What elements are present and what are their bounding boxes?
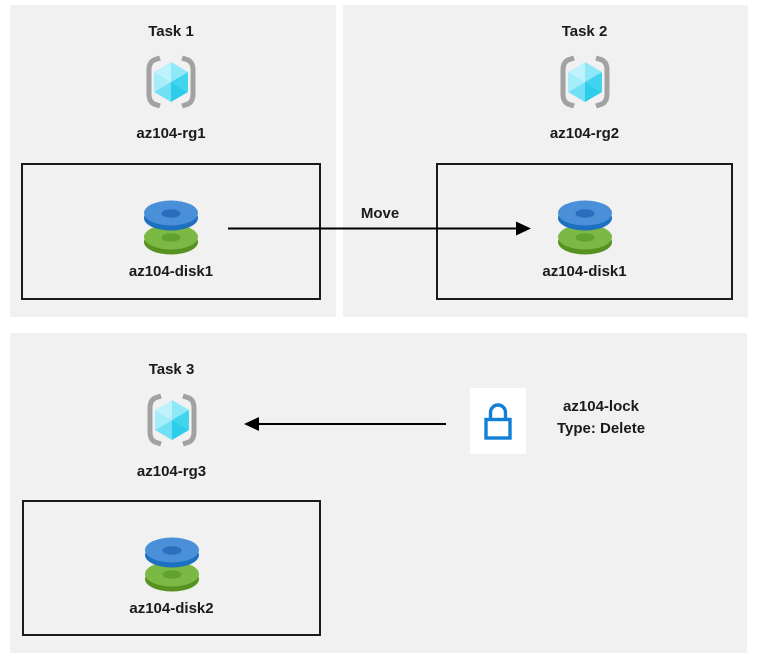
lock-name-label: az104-lock <box>563 398 639 415</box>
task2-disk-box: az104-disk1 <box>436 163 733 300</box>
task2-disk-label: az104-disk1 <box>542 263 627 280</box>
task2-content: Task 2 az104-rg2 <box>436 22 733 142</box>
task1-resource-group-label: az104-rg1 <box>136 125 206 142</box>
disk-icon <box>557 200 612 255</box>
lock-labels: az104-lock Type: Delete <box>528 396 674 440</box>
task3-content: Task 3 az104-rg3 <box>22 360 321 480</box>
lock-icon <box>484 403 512 440</box>
task2-resource-group-label: az104-rg2 <box>549 125 620 142</box>
task2-panel <box>343 5 748 317</box>
resource-group-icon <box>146 55 196 109</box>
task3-resource-group-label: az104-rg3 <box>136 463 207 480</box>
task3-disk-box: az104-disk2 <box>22 500 321 636</box>
task1-disk-box: az104-disk1 <box>21 163 321 300</box>
move-arrow-label: Move <box>360 205 400 222</box>
task3-panel <box>10 333 747 653</box>
lock-type-label: Type: Delete <box>556 420 646 437</box>
resource-group-icon <box>147 393 196 447</box>
task1-disk-label: az104-disk1 <box>128 263 214 280</box>
task1-content: Task 1 az104-rg1 <box>21 22 321 142</box>
task1-panel <box>10 5 336 317</box>
task3-disk-label: az104-disk2 <box>129 600 214 617</box>
task1-title: Task 1 <box>148 23 194 40</box>
resource-group-icon <box>560 55 609 109</box>
disk-icon <box>144 537 199 592</box>
lock-tile <box>470 388 526 454</box>
disk-icon <box>144 200 198 255</box>
task3-title: Task 3 <box>148 361 195 378</box>
task2-title: Task 2 <box>561 23 608 40</box>
